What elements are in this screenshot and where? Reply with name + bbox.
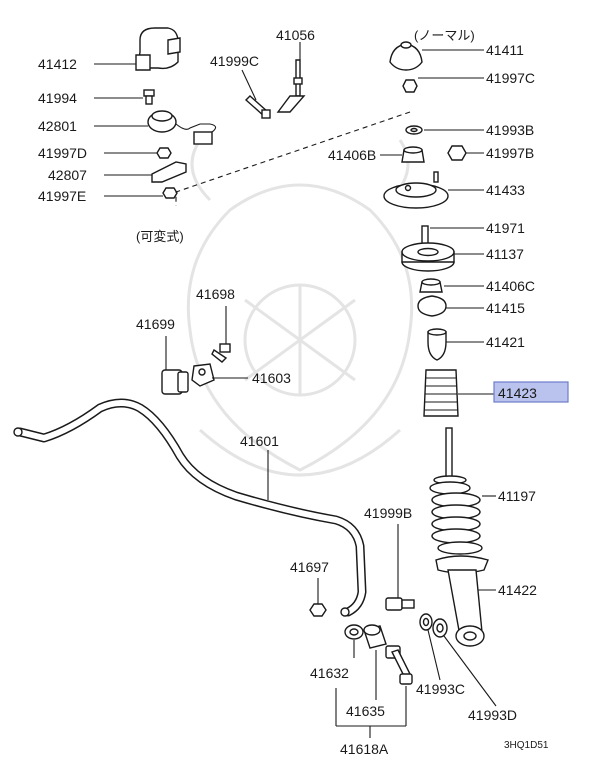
label-41993B: 41993B	[486, 122, 534, 138]
label-41422: 41422	[498, 582, 537, 598]
label-41406C: 41406C	[486, 278, 535, 294]
label-41997C: 41997C	[486, 70, 535, 86]
part-41994-bolt	[143, 89, 155, 105]
label-41056: 41056	[276, 27, 315, 43]
bar-end-eye-left	[13, 427, 23, 437]
watermark-emblem	[186, 139, 414, 477]
part-42807-bracket	[151, 161, 187, 183]
part-41632-washer	[344, 624, 364, 640]
part-41412-actuator	[135, 27, 181, 71]
label-41137: 41137	[486, 246, 524, 262]
label-41994: 41994	[38, 90, 77, 106]
label-41603: 41603	[252, 370, 291, 386]
bar-end-eye-right	[340, 607, 350, 617]
part-41997C-nut	[402, 79, 418, 93]
label-41697: 41697	[290, 559, 329, 575]
part-41433-mount	[383, 171, 449, 209]
part-41697-nut	[309, 603, 327, 617]
label-41421: 41421	[486, 334, 525, 350]
part-41699-bushing	[161, 369, 189, 395]
label-41618A: 41618A	[340, 741, 389, 757]
part-link-rod	[385, 645, 413, 685]
part-41406B-bushing	[401, 146, 425, 163]
part-41411-cap	[389, 41, 423, 71]
label-41601: 41601	[240, 433, 279, 449]
part-41635-bushing	[363, 624, 387, 649]
part-41423-dust-boot	[423, 369, 459, 417]
label-41993C: 41993C	[416, 681, 465, 697]
part-41698-bolt	[211, 343, 231, 363]
part-41999B-bolt	[385, 597, 415, 611]
part-41137-bearing	[401, 242, 455, 272]
label-41993D: 41993D	[468, 707, 517, 723]
label-41999B: 41999B	[364, 505, 412, 521]
part-41997D-nut	[156, 147, 172, 159]
diagram-code: 3HQ1D51	[504, 740, 549, 751]
highlight-41423	[493, 381, 569, 403]
label-42807: 42807	[48, 167, 87, 183]
note-normal: (ノーマル)	[414, 28, 475, 43]
label-41197: 41197	[498, 488, 536, 504]
part-41415-rubber	[417, 295, 447, 317]
part-41993B-washer	[405, 125, 423, 135]
label-41999C: 41999C	[210, 53, 259, 69]
label-41635: 41635	[346, 703, 385, 719]
part-41601-stabilizer-bar	[15, 398, 367, 617]
part-41993C-washer	[419, 613, 433, 631]
label-42801: 42801	[38, 118, 77, 134]
part-41422-shock-absorber	[435, 555, 489, 647]
label-41997E: 41997E	[38, 188, 86, 204]
assembly-bracket	[335, 640, 407, 738]
label-41406B: 41406B	[328, 147, 376, 163]
part-41421-bump-stop	[427, 328, 447, 361]
label-41433: 41433	[486, 182, 525, 198]
part-41999C-bolt	[244, 95, 271, 119]
label-41412: 41412	[38, 56, 77, 72]
part-41603-clamp	[191, 363, 215, 387]
label-41997D: 41997D	[38, 145, 87, 161]
label-41997B: 41997B	[486, 145, 534, 161]
part-41056-bracket	[276, 59, 306, 113]
label-41699: 41699	[136, 316, 175, 332]
part-41997B-nut	[447, 145, 467, 161]
note-variable: (可変式)	[136, 229, 184, 244]
label-41971: 41971	[486, 220, 525, 236]
assembly-link-line	[175, 111, 411, 206]
part-41406C-bushing	[419, 278, 443, 293]
label-41632: 41632	[310, 665, 349, 681]
label-41415: 41415	[486, 300, 525, 316]
label-41698: 41698	[196, 286, 235, 302]
part-41993D-washer	[432, 618, 448, 638]
label-41423: 41423	[498, 385, 537, 401]
part-41197-coil-spring	[429, 427, 483, 555]
part-41997E-nut	[162, 187, 178, 199]
part-42801-sensor	[147, 110, 217, 145]
label-41411: 41411	[486, 42, 524, 58]
